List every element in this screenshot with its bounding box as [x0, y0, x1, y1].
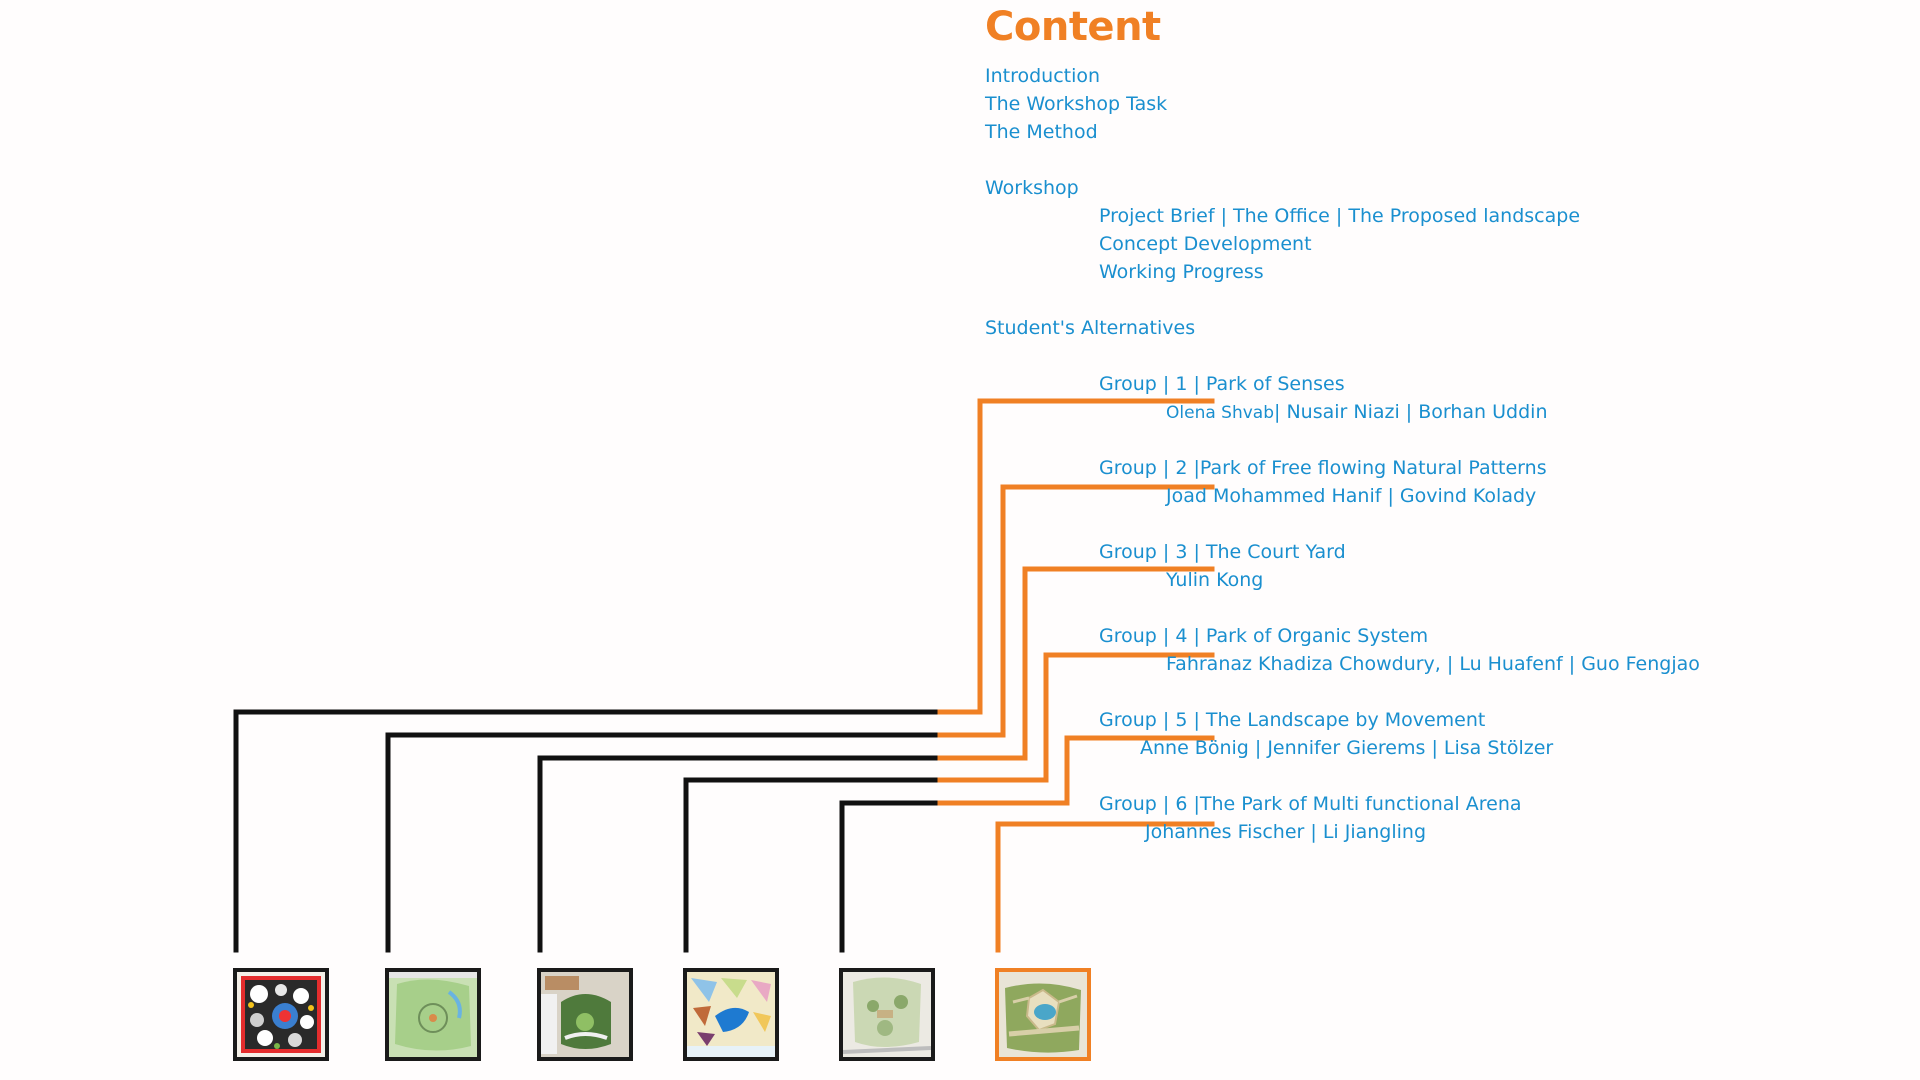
connector-orange-3	[937, 566, 1215, 761]
toc-alternatives-heading[interactable]: Student's Alternatives	[985, 317, 1196, 339]
group-3-plan-thumbnail[interactable]	[537, 968, 633, 1061]
toc-group-2-title[interactable]: Group | 2 |Park of Free flowing Natural …	[1099, 457, 1547, 479]
connector-black-5	[839, 800, 943, 953]
connector-orange-4	[937, 652, 1215, 783]
toc-group-4-members: Fahranaz Khadiza Chowdury, | Lu Huafenf …	[1166, 653, 1700, 675]
page-title: Content	[985, 4, 1161, 50]
connector-black-1	[233, 709, 943, 953]
group-2-plan-thumbnail[interactable]	[385, 968, 481, 1061]
connector-orange-5	[937, 735, 1215, 806]
connector-black-3	[537, 755, 943, 953]
toc-method[interactable]: The Method	[985, 121, 1098, 143]
toc-workshop-task[interactable]: The Workshop Task	[985, 93, 1168, 115]
toc-group-1-members: Olena Shvab| Nusair Niazi | Borhan Uddin	[1166, 400, 1548, 425]
toc-group-3-members: Yulin Kong	[1166, 569, 1264, 591]
group-6-plan-thumbnail[interactable]	[995, 968, 1091, 1061]
group-1-member-b: | Nusair Niazi | Borhan Uddin	[1274, 401, 1548, 423]
toc-working-progress[interactable]: Working Progress	[1099, 261, 1264, 283]
connector-orange-1	[937, 398, 1215, 715]
toc-group-4-title[interactable]: Group | 4 | Park of Organic System	[1099, 625, 1429, 647]
toc-group-5-members: Anne Bönig | Jennifer Gierems | Lisa Stö…	[1140, 737, 1554, 759]
toc-project-brief[interactable]: Project Brief | The Office | The Propose…	[1099, 205, 1581, 227]
group-1-plan-thumbnail[interactable]	[233, 968, 329, 1061]
toc-introduction[interactable]: Introduction	[985, 65, 1101, 87]
toc-group-6-title[interactable]: Group | 6 |The Park of Multi functional …	[1099, 793, 1522, 815]
toc-group-1-title[interactable]: Group | 1 | Park of Senses	[1099, 373, 1345, 395]
toc-group-3-title[interactable]: Group | 3 | The Court Yard	[1099, 541, 1346, 563]
group-1-member-a: Olena Shvab	[1166, 403, 1274, 423]
toc-group-5-title[interactable]: Group | 5 | The Landscape by Movement	[1099, 709, 1486, 731]
connector-orange-6	[995, 821, 1215, 953]
toc-concept-development[interactable]: Concept Development	[1099, 233, 1312, 255]
group-5-plan-thumbnail[interactable]	[839, 968, 935, 1061]
connector-black-2	[385, 732, 943, 953]
connector-black-4	[683, 777, 943, 953]
toc-workshop-heading[interactable]: Workshop	[985, 177, 1079, 199]
toc-group-2-members: Joad Mohammed Hanif | Govind Kolady	[1166, 485, 1537, 507]
connector-orange-2	[937, 484, 1215, 738]
group-4-plan-thumbnail[interactable]	[683, 968, 779, 1061]
toc-group-6-members: Johannes Fischer | Li Jiangling	[1145, 821, 1427, 843]
